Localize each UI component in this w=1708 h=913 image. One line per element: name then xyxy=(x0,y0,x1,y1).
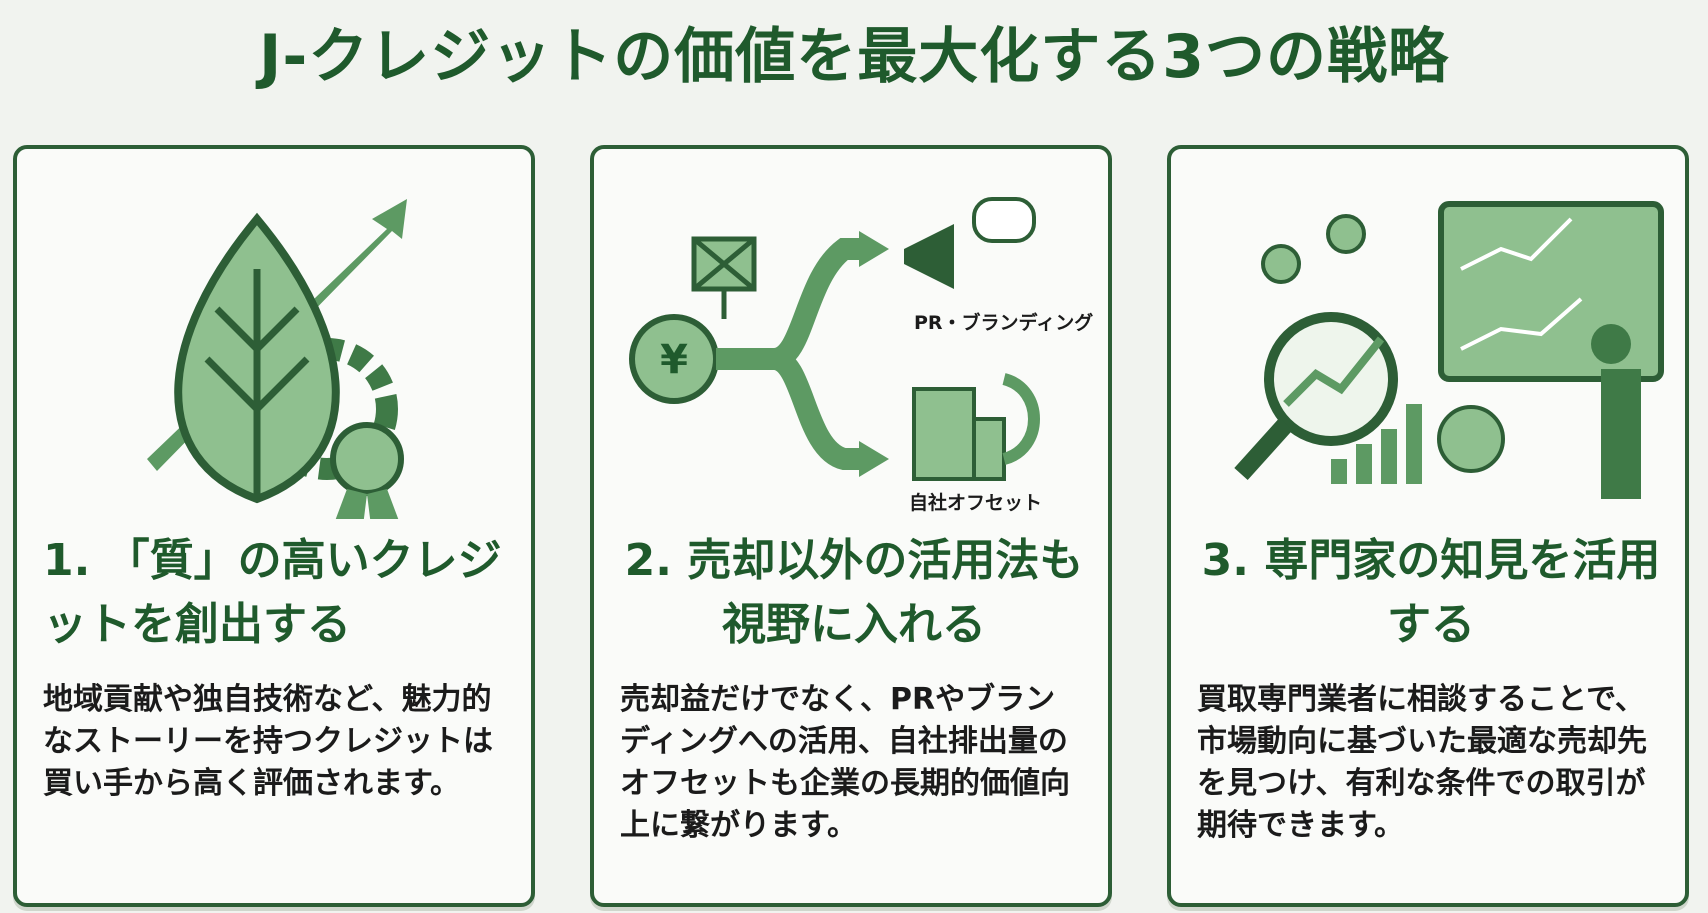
svg-text:¥: ¥ xyxy=(660,337,688,383)
card-heading: 2. 売却以外の活用法も視野に入れる xyxy=(624,535,1084,650)
strategy-card-3: 3. 専門家の知見を活用する 買取専門業者に相談することで、市場動向に基づいた最… xyxy=(1167,145,1689,907)
yen-branch-icon: ¥ PR・ブランディング 自社オフセット xyxy=(629,197,1093,514)
page-title: J-クレジットの価値を最大化する3つの戦略 xyxy=(259,22,1449,92)
strategy-card-2: ¥ PR・ブランディング 自社オフセット 2. 売却以外の活用法も視野に入れる … xyxy=(590,145,1112,907)
card-body: 売却益だけでなく、PRやブランディングへの活用、自社排出量のオフセットも企業の長… xyxy=(620,682,1070,843)
card-body: 買取専門業者に相談することで、市場動向に基づいた最適な売却先を見つけ、有利な条件… xyxy=(1197,682,1647,843)
card-heading: 3. 専門家の知見を活用する xyxy=(1201,535,1661,650)
card-body: 地域貢献や独自技術など、魅力的なストーリーを持つクレジットは買い手から高く評価さ… xyxy=(43,682,493,801)
card-heading: 1. 「質」の高いクレジットを創出する xyxy=(43,535,502,650)
offset-label: 自社オフセット xyxy=(909,491,1042,514)
pr-branding-label: PR・ブランディング xyxy=(914,311,1093,334)
strategy-card-1: 1. 「質」の高いクレジットを創出する 地域貢献や独自技術など、魅力的なストーリ… xyxy=(13,145,535,907)
expert-analysis-icon xyxy=(1234,201,1664,499)
leaf-gear-award-icon xyxy=(147,199,407,519)
